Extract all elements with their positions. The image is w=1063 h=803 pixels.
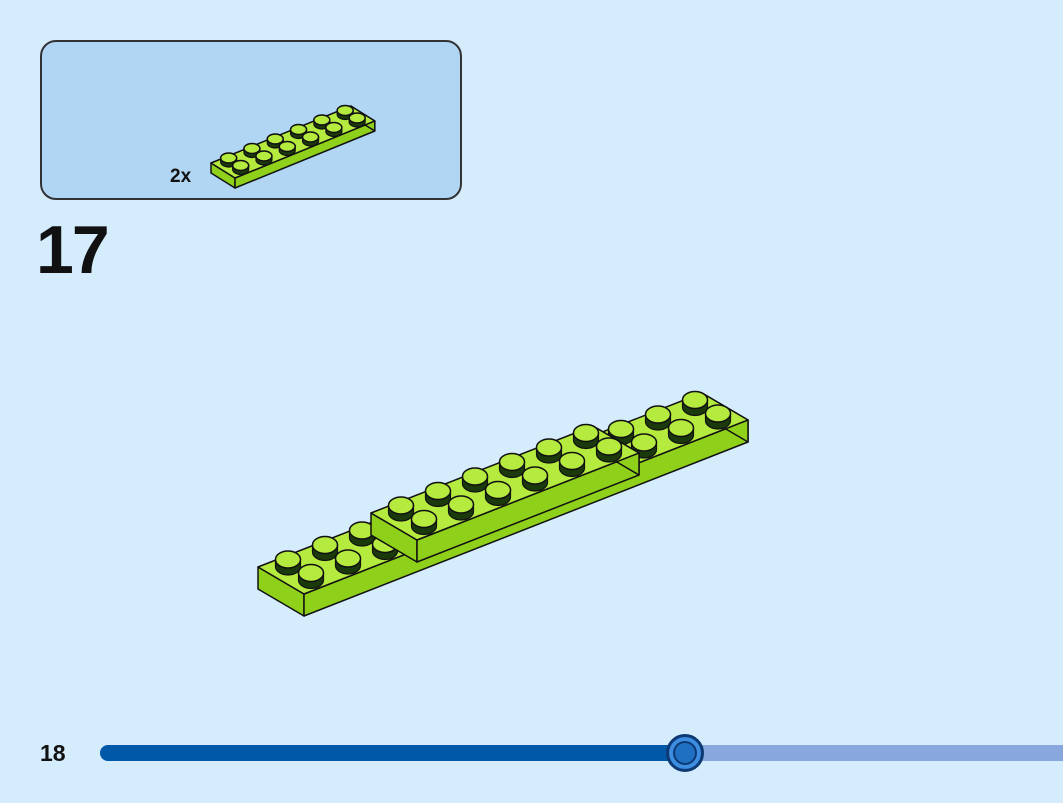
stud bbox=[644, 405, 672, 431]
upper-plate-2x6 bbox=[370, 423, 640, 563]
stud bbox=[274, 550, 302, 576]
stud bbox=[558, 451, 586, 478]
stud bbox=[535, 438, 563, 464]
stud bbox=[278, 140, 296, 157]
stud bbox=[461, 467, 489, 493]
stud bbox=[301, 131, 320, 147]
stud bbox=[297, 563, 325, 590]
stud bbox=[521, 466, 549, 492]
stud bbox=[387, 496, 415, 522]
progress-marker-icon bbox=[666, 734, 704, 772]
page-number: 18 bbox=[40, 740, 66, 766]
stud bbox=[447, 495, 475, 521]
part-quantity: 2x bbox=[170, 166, 192, 187]
stud bbox=[595, 437, 623, 463]
stud bbox=[348, 112, 366, 128]
parts-callout: 2x bbox=[40, 40, 462, 200]
stud bbox=[325, 121, 343, 138]
stud bbox=[498, 452, 526, 479]
stud bbox=[255, 150, 273, 166]
stud bbox=[630, 433, 658, 459]
part-plate bbox=[210, 104, 376, 189]
stud bbox=[334, 549, 362, 575]
stud bbox=[704, 404, 732, 430]
build-illustration bbox=[257, 390, 749, 617]
stud bbox=[424, 481, 452, 508]
green-plate-2x6-part bbox=[210, 104, 376, 189]
stud bbox=[572, 423, 600, 450]
stud bbox=[336, 104, 354, 121]
progress-bar bbox=[100, 734, 1063, 772]
stud bbox=[484, 480, 512, 507]
stud bbox=[667, 418, 695, 445]
step-number: 17 bbox=[36, 212, 110, 288]
stud bbox=[410, 509, 438, 536]
stud bbox=[231, 159, 250, 176]
progress-bar-fill bbox=[100, 745, 685, 761]
stud bbox=[681, 390, 709, 417]
stud bbox=[311, 535, 339, 562]
